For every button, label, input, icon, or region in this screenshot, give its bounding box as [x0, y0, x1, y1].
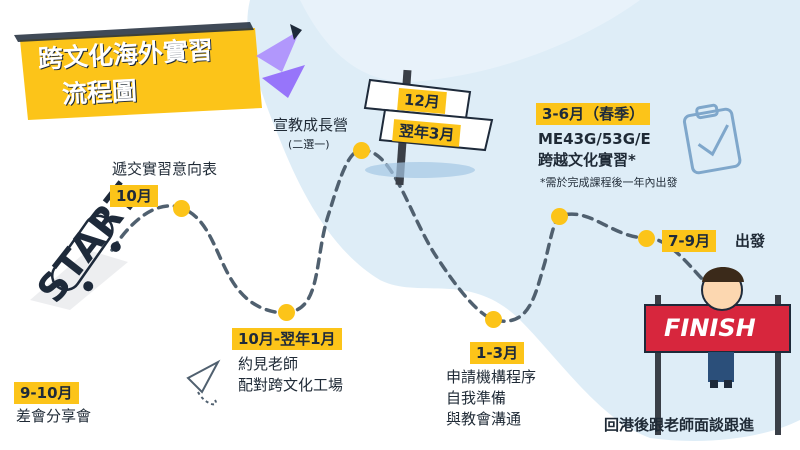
runner-figure [701, 267, 744, 388]
title-line-2: 流程圖 [61, 76, 138, 109]
step-text: 出發 [735, 232, 766, 250]
step-text: 約見老師 [238, 355, 299, 373]
step-text: 自我準備 [446, 389, 507, 407]
title-ribbon [14, 22, 262, 120]
step-date: 7-9月 [662, 230, 717, 252]
step-date: 12月 [397, 87, 447, 115]
step-text: 跨越文化實習* [538, 151, 636, 169]
confetti-shape [256, 30, 300, 72]
step-date: 10月-翌年1月 [232, 328, 342, 350]
step-note: *需於完成課程後一年內出發 [540, 176, 678, 189]
step-text: 宣教成長營 [273, 116, 349, 134]
finish-label: FINISH [664, 314, 756, 342]
dashed-road [110, 148, 707, 323]
step-text: 遞交實習意向表 [112, 160, 218, 178]
finish-line [644, 295, 791, 435]
step-text: 申請機構程序 [446, 368, 537, 386]
timeline-dot [173, 200, 190, 217]
step-date: 10月 [110, 185, 158, 207]
step-note: (二選一) [288, 138, 330, 151]
step-text: 回港後跟老師面談跟進 [604, 416, 755, 434]
step-text: ME43G/53G/E [538, 130, 651, 148]
step-text: 配對跨文化工場 [238, 376, 344, 394]
timeline-dot [278, 304, 295, 321]
skateboard-icon [51, 214, 121, 292]
timeline-dot [638, 230, 655, 247]
step-date: 3-6月（春季） [536, 103, 651, 125]
timeline-dot [485, 311, 502, 328]
start-road [30, 250, 128, 310]
step-text: 差會分享會 [16, 407, 92, 425]
step-text: 與教會溝通 [446, 410, 522, 428]
timeline-dot [353, 142, 370, 159]
confetti-shape [290, 24, 302, 40]
paper-plane-icon [186, 359, 221, 406]
timeline-dot [551, 208, 568, 225]
step-date: 1-3月 [470, 342, 525, 364]
step-date: 9-10月 [14, 382, 79, 404]
sky-blob-2 [300, 0, 640, 82]
clipboard-icon [682, 103, 742, 175]
confetti-shape [262, 65, 305, 98]
